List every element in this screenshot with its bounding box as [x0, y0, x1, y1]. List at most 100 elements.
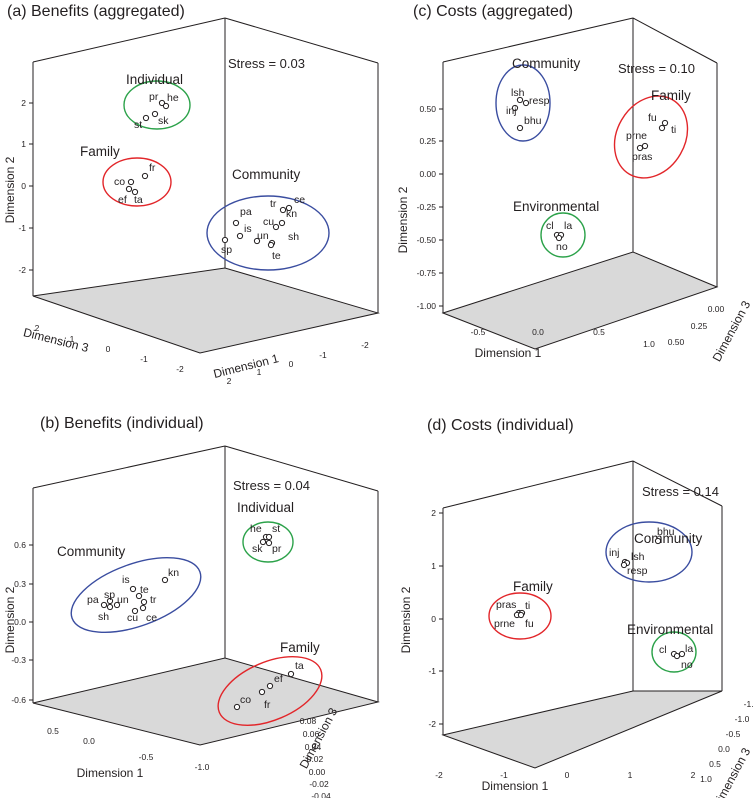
panel-title: (c) Costs (aggregated) [413, 3, 573, 20]
data-point [139, 604, 147, 612]
y-tick-label: 2 [21, 98, 26, 108]
group-ellipse-community [605, 521, 693, 583]
x-tick-label: 0 [565, 770, 570, 780]
z-tick-label: 0.5 [709, 759, 721, 769]
point-label: he [250, 523, 262, 535]
point-label: ef [118, 194, 127, 206]
x-tick-label: -1.0 [195, 762, 210, 772]
panel-title: (b) Benefits (individual) [40, 415, 204, 432]
group-ellipse-environmental [540, 212, 586, 258]
point-label: cu [127, 612, 138, 624]
group-label-family: Family [651, 88, 691, 103]
data-point [141, 172, 149, 180]
group-ellipse-community [495, 64, 551, 142]
z-tick-label: 0.06 [303, 729, 320, 739]
x-tick-label: 1.0 [643, 339, 655, 349]
data-point [161, 576, 169, 584]
group-label-individual: Individual [126, 72, 183, 87]
z-tick-label: 0.02 [307, 754, 324, 764]
z-tick-label: 1.0 [700, 774, 712, 784]
point-label: no [681, 659, 693, 671]
x-tick-label: -2 [361, 340, 369, 350]
panel-c: (c) Costs (aggregated)Stress = 0.100.500… [396, 3, 753, 364]
data-point [106, 603, 114, 611]
point-label: pras [632, 151, 652, 163]
data-point [266, 682, 274, 690]
point-label: cu [263, 216, 274, 228]
data-point [654, 537, 662, 545]
point-label: sk [252, 543, 263, 555]
point-label: fr [149, 162, 156, 174]
group-ellipse-community [70, 557, 202, 633]
z-tick-label: 0 [106, 344, 111, 354]
y-tick-label: -0.50 [417, 235, 437, 245]
box-top-edge [32, 445, 226, 489]
y-tick-label: 0.50 [419, 104, 436, 114]
data-point [522, 99, 530, 107]
panel-title: (d) Costs (individual) [427, 417, 574, 434]
group-ellipse-family [217, 656, 323, 726]
group-label-environmental: Environmental [627, 622, 713, 637]
point-label: pr [149, 91, 159, 103]
group-ellipse-individual [123, 80, 191, 130]
y-tick-label: 1 [21, 139, 26, 149]
group-ellipse-family [488, 592, 552, 640]
x-tick-label: 0.5 [593, 327, 605, 337]
box-top-edge [442, 460, 634, 509]
data-point [278, 219, 286, 227]
data-point [267, 241, 275, 249]
point-label: kn [286, 208, 297, 220]
group-label-community: Community [232, 167, 301, 182]
y-tick-label: 0 [21, 181, 26, 191]
data-point [259, 538, 267, 546]
stress-label: Stress = 0.04 [233, 478, 310, 493]
y-tick-label: -0.25 [417, 202, 437, 212]
y-axis-title: Dimension 2 [396, 186, 410, 253]
point-label: fu [525, 618, 534, 630]
point-label: fr [264, 699, 271, 711]
x-tick-label: -2 [435, 770, 443, 780]
z-axis-title: Dimension 3 [22, 325, 90, 355]
group-ellipse-environmental [651, 631, 697, 673]
panel-a: (a) Benefits (aggregated) Stress = 0.03 2 1… [3, 3, 380, 386]
x-tick-label: 1 [257, 367, 262, 377]
data-point [279, 206, 287, 214]
data-point [142, 114, 150, 122]
group-label-individual: Individual [237, 500, 294, 515]
data-point [516, 124, 524, 132]
y-tick-label: -0.3 [11, 655, 26, 665]
data-point [125, 185, 133, 193]
z-tick-label: -1 [140, 354, 148, 364]
point-label: un [117, 594, 129, 606]
data-point [265, 539, 273, 547]
point-label: sk [158, 115, 169, 127]
z-tick-label: 0.50 [668, 337, 685, 347]
point-label: is [122, 574, 130, 586]
z-tick-label: -2 [176, 364, 184, 374]
x-tick-label: -1 [500, 770, 508, 780]
data-point [555, 234, 563, 242]
data-point [516, 96, 524, 104]
point-label: inj [506, 105, 517, 117]
x-tick-label: 0.5 [47, 726, 59, 736]
point-label: sp [104, 589, 115, 601]
point-label: ta [134, 194, 143, 206]
data-point [258, 688, 266, 696]
point-label: ti [525, 600, 530, 612]
z-tick-label: 0.04 [305, 742, 322, 752]
stress-label: Stress = 0.03 [228, 56, 305, 71]
data-point [658, 124, 666, 132]
data-point [678, 650, 686, 658]
y-tick-label: 1 [431, 561, 436, 571]
data-point [158, 99, 166, 107]
panel-title: (a) Benefits (aggregated) [7, 3, 185, 20]
x-axis-title: Dimension 1 [212, 351, 280, 381]
y-tick-label: 0.0 [14, 617, 26, 627]
box-right-top-edge [224, 17, 379, 64]
point-label: te [140, 584, 149, 596]
point-label: is [244, 223, 252, 235]
data-point [140, 598, 148, 606]
group-label-community: Community [57, 544, 126, 559]
box-top-edge [442, 17, 634, 63]
y-tick-label: -1 [18, 223, 26, 233]
